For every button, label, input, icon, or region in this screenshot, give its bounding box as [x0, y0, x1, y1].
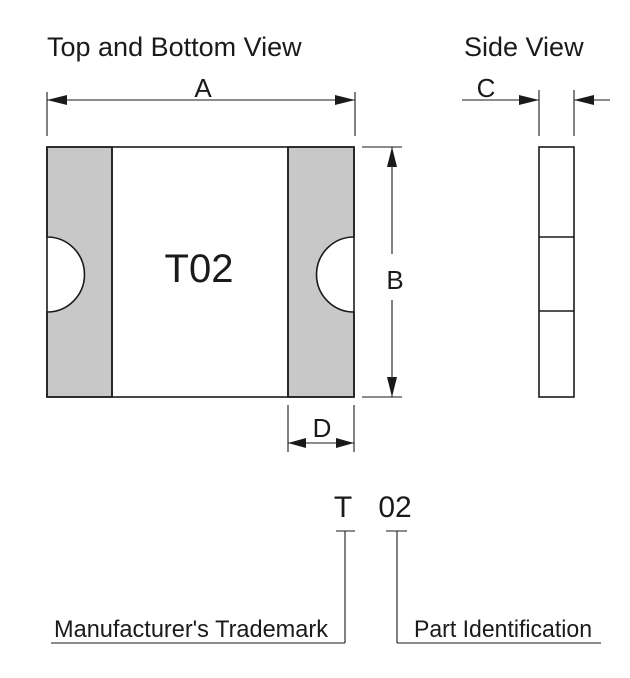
component-top-view: T02	[46, 146, 355, 398]
dimension-d: D	[287, 405, 355, 452]
side-view-title: Side View	[464, 32, 584, 62]
dimension-b: B	[362, 146, 404, 398]
left-terminal	[46, 146, 113, 398]
dimension-a: A	[46, 73, 356, 136]
dimension-a-label: A	[194, 73, 212, 103]
dimension-b-label: B	[386, 265, 403, 295]
manufacturer-trademark-label: Manufacturer's Trademark	[54, 616, 329, 643]
side-body-outline	[538, 146, 575, 398]
dimension-d-label: D	[313, 413, 332, 443]
code-t: T	[334, 491, 352, 524]
marking-legend: T 02 Manufacturer's Trademark Part Ident…	[51, 491, 601, 644]
component-side-view	[538, 146, 575, 398]
right-terminal	[287, 146, 355, 398]
dimension-c-label: C	[477, 73, 496, 103]
top-bottom-view-title: Top and Bottom View	[47, 32, 302, 62]
code-02: 02	[378, 491, 411, 524]
dimension-c: C	[462, 73, 610, 136]
body-outline	[46, 146, 355, 398]
part-identification-label: Part Identification	[414, 616, 592, 643]
body-marking-text: T02	[165, 247, 234, 291]
